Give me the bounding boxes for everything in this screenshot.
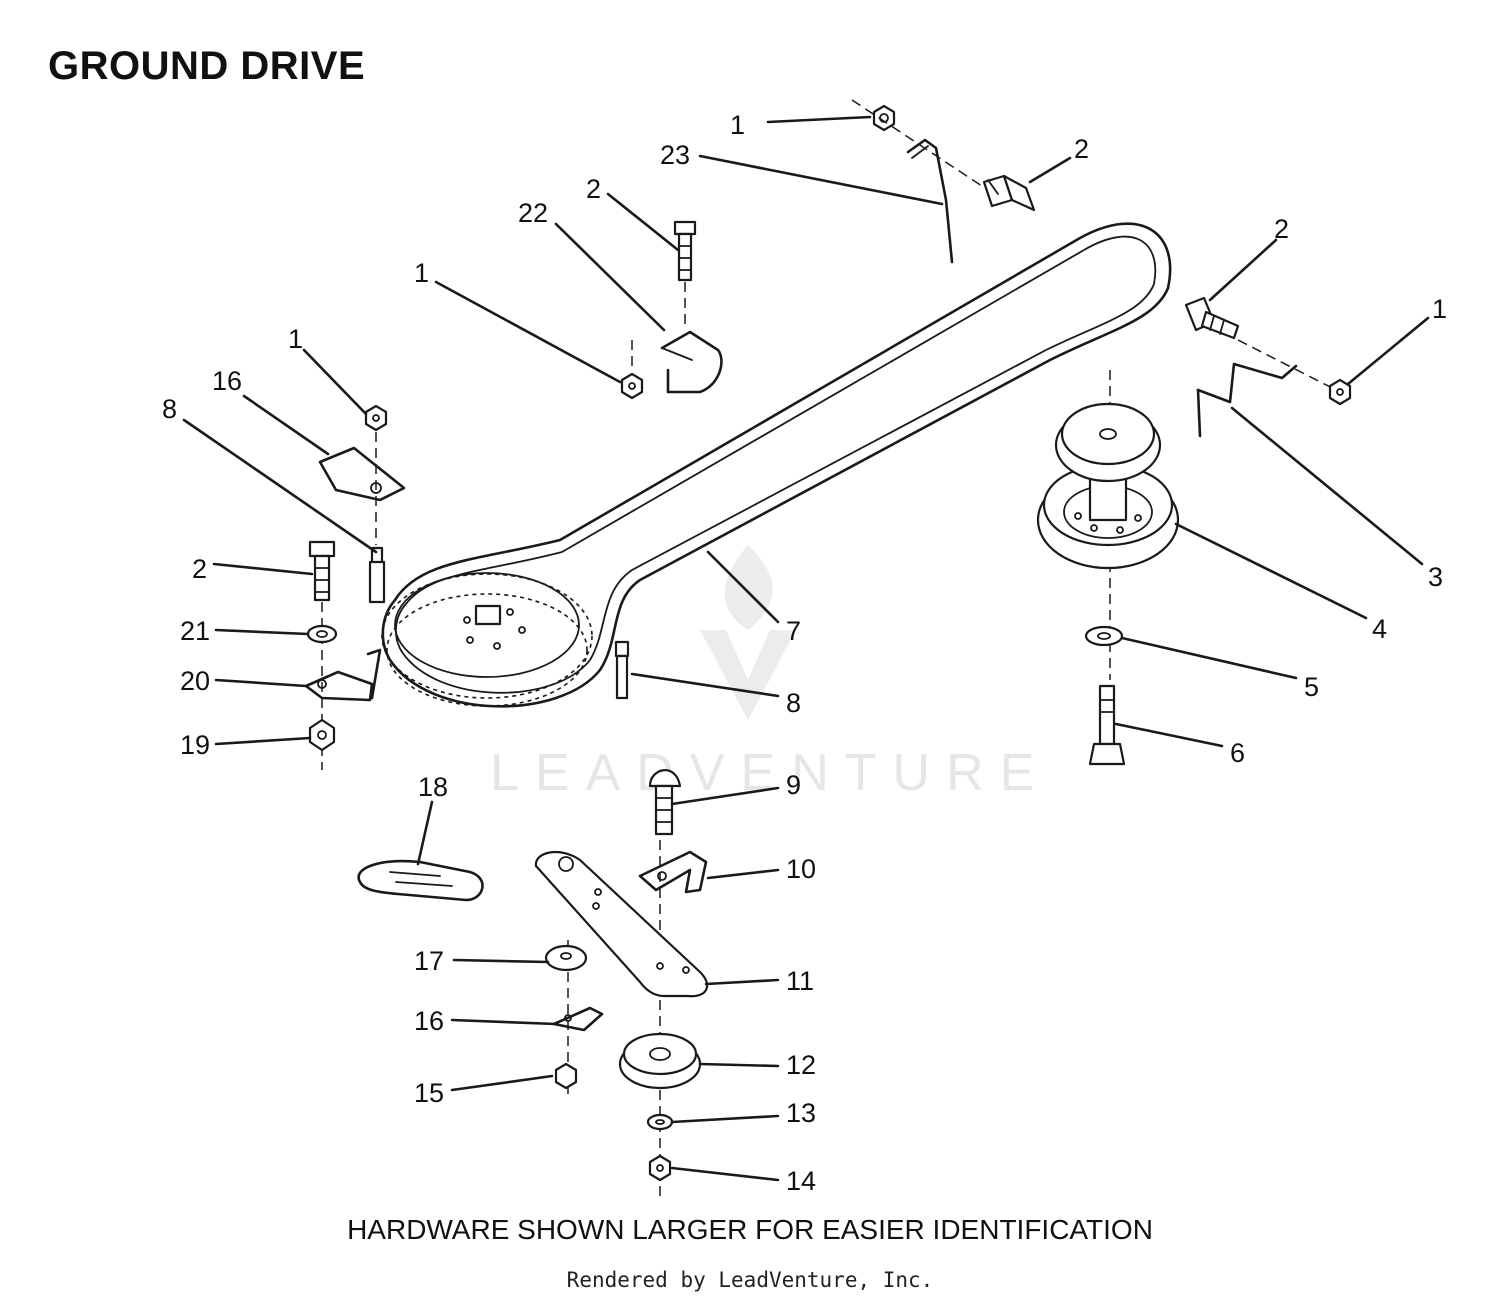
nut-14 [648, 1154, 672, 1182]
nut-top [872, 104, 896, 132]
callout-14: 14 [786, 1166, 816, 1196]
hardware-note: HARDWARE SHOWN LARGER FOR EASIER IDENTIF… [347, 1214, 1153, 1245]
bolt-right [1184, 296, 1240, 340]
stud-8-left [368, 546, 386, 604]
callout-18: 18 [418, 772, 448, 802]
callout-2: 2 [192, 554, 207, 584]
bracket-10 [638, 850, 708, 894]
callout-16: 16 [212, 366, 242, 396]
callout-9: 9 [786, 770, 801, 800]
callout-1: 1 [1432, 294, 1447, 324]
watermark-text: LEADVENTURE [490, 744, 1050, 802]
bolt-6 [1088, 684, 1126, 766]
nut-15 [554, 1062, 578, 1090]
callout-7: 7 [786, 616, 801, 646]
callout-8: 8 [162, 394, 177, 424]
bracket-20 [304, 648, 382, 702]
bolt-left [308, 540, 336, 602]
drive-pulley [381, 572, 593, 707]
washer-5 [1084, 625, 1124, 647]
callout-labels: 1 23 2 2 22 2 1 1 1 16 8 3 4 2 21 7 5 20… [162, 110, 1447, 1196]
nut-right [1328, 378, 1352, 406]
bolt-top-right [982, 174, 1036, 212]
callout-12: 12 [786, 1050, 816, 1080]
callout-16: 16 [414, 1006, 444, 1036]
render-credit: Rendered by LeadVenture, Inc. [566, 1268, 934, 1292]
nut-19 [308, 718, 336, 752]
callout-2: 2 [1074, 134, 1089, 164]
callout-17: 17 [414, 946, 444, 976]
watermark-flame-logo [700, 545, 796, 720]
belt-guide-rod-3 [1196, 362, 1298, 438]
callout-2: 2 [586, 174, 601, 204]
double-pulley [1036, 402, 1180, 570]
callout-20: 20 [180, 666, 210, 696]
callout-8: 8 [786, 688, 801, 718]
diagram-title: GROUND DRIVE [48, 44, 366, 88]
drive-belt [381, 222, 1172, 708]
callout-21: 21 [180, 616, 210, 646]
washer-21 [306, 624, 338, 644]
callout-3: 3 [1428, 562, 1443, 592]
washer-13 [646, 1113, 674, 1131]
idler-pulley-12 [618, 1032, 702, 1090]
nut-left [364, 404, 388, 432]
carriage-bolt-9 [648, 769, 682, 836]
stud-8-center [614, 640, 630, 700]
belt-guide-rod-23 [906, 138, 954, 264]
belt-guide-16-top [318, 446, 406, 502]
callout-19: 19 [180, 730, 210, 760]
callout-1: 1 [288, 324, 303, 354]
callout-2: 2 [1274, 214, 1289, 244]
callout-6: 6 [1230, 738, 1245, 768]
callout-13: 13 [786, 1098, 816, 1128]
callout-11: 11 [786, 966, 814, 996]
callout-4: 4 [1372, 614, 1387, 644]
callout-22: 22 [518, 198, 548, 228]
idler-arm-11 [534, 851, 709, 998]
spacer-17 [544, 944, 588, 972]
leader-lines [182, 115, 1430, 1182]
bolt-22-area [673, 220, 697, 330]
bracket-22 [631, 330, 723, 394]
callout-1: 1 [414, 258, 429, 288]
callout-1: 1 [730, 110, 745, 140]
decal-18 [357, 859, 484, 902]
callout-10: 10 [786, 854, 816, 884]
watermark: LEADVENTURE [490, 545, 1050, 802]
callout-23: 23 [660, 140, 690, 170]
callout-5: 5 [1304, 672, 1319, 702]
callout-15: 15 [414, 1078, 444, 1108]
nut-22 [620, 372, 644, 400]
belt-guide-16-bottom [552, 1006, 604, 1032]
